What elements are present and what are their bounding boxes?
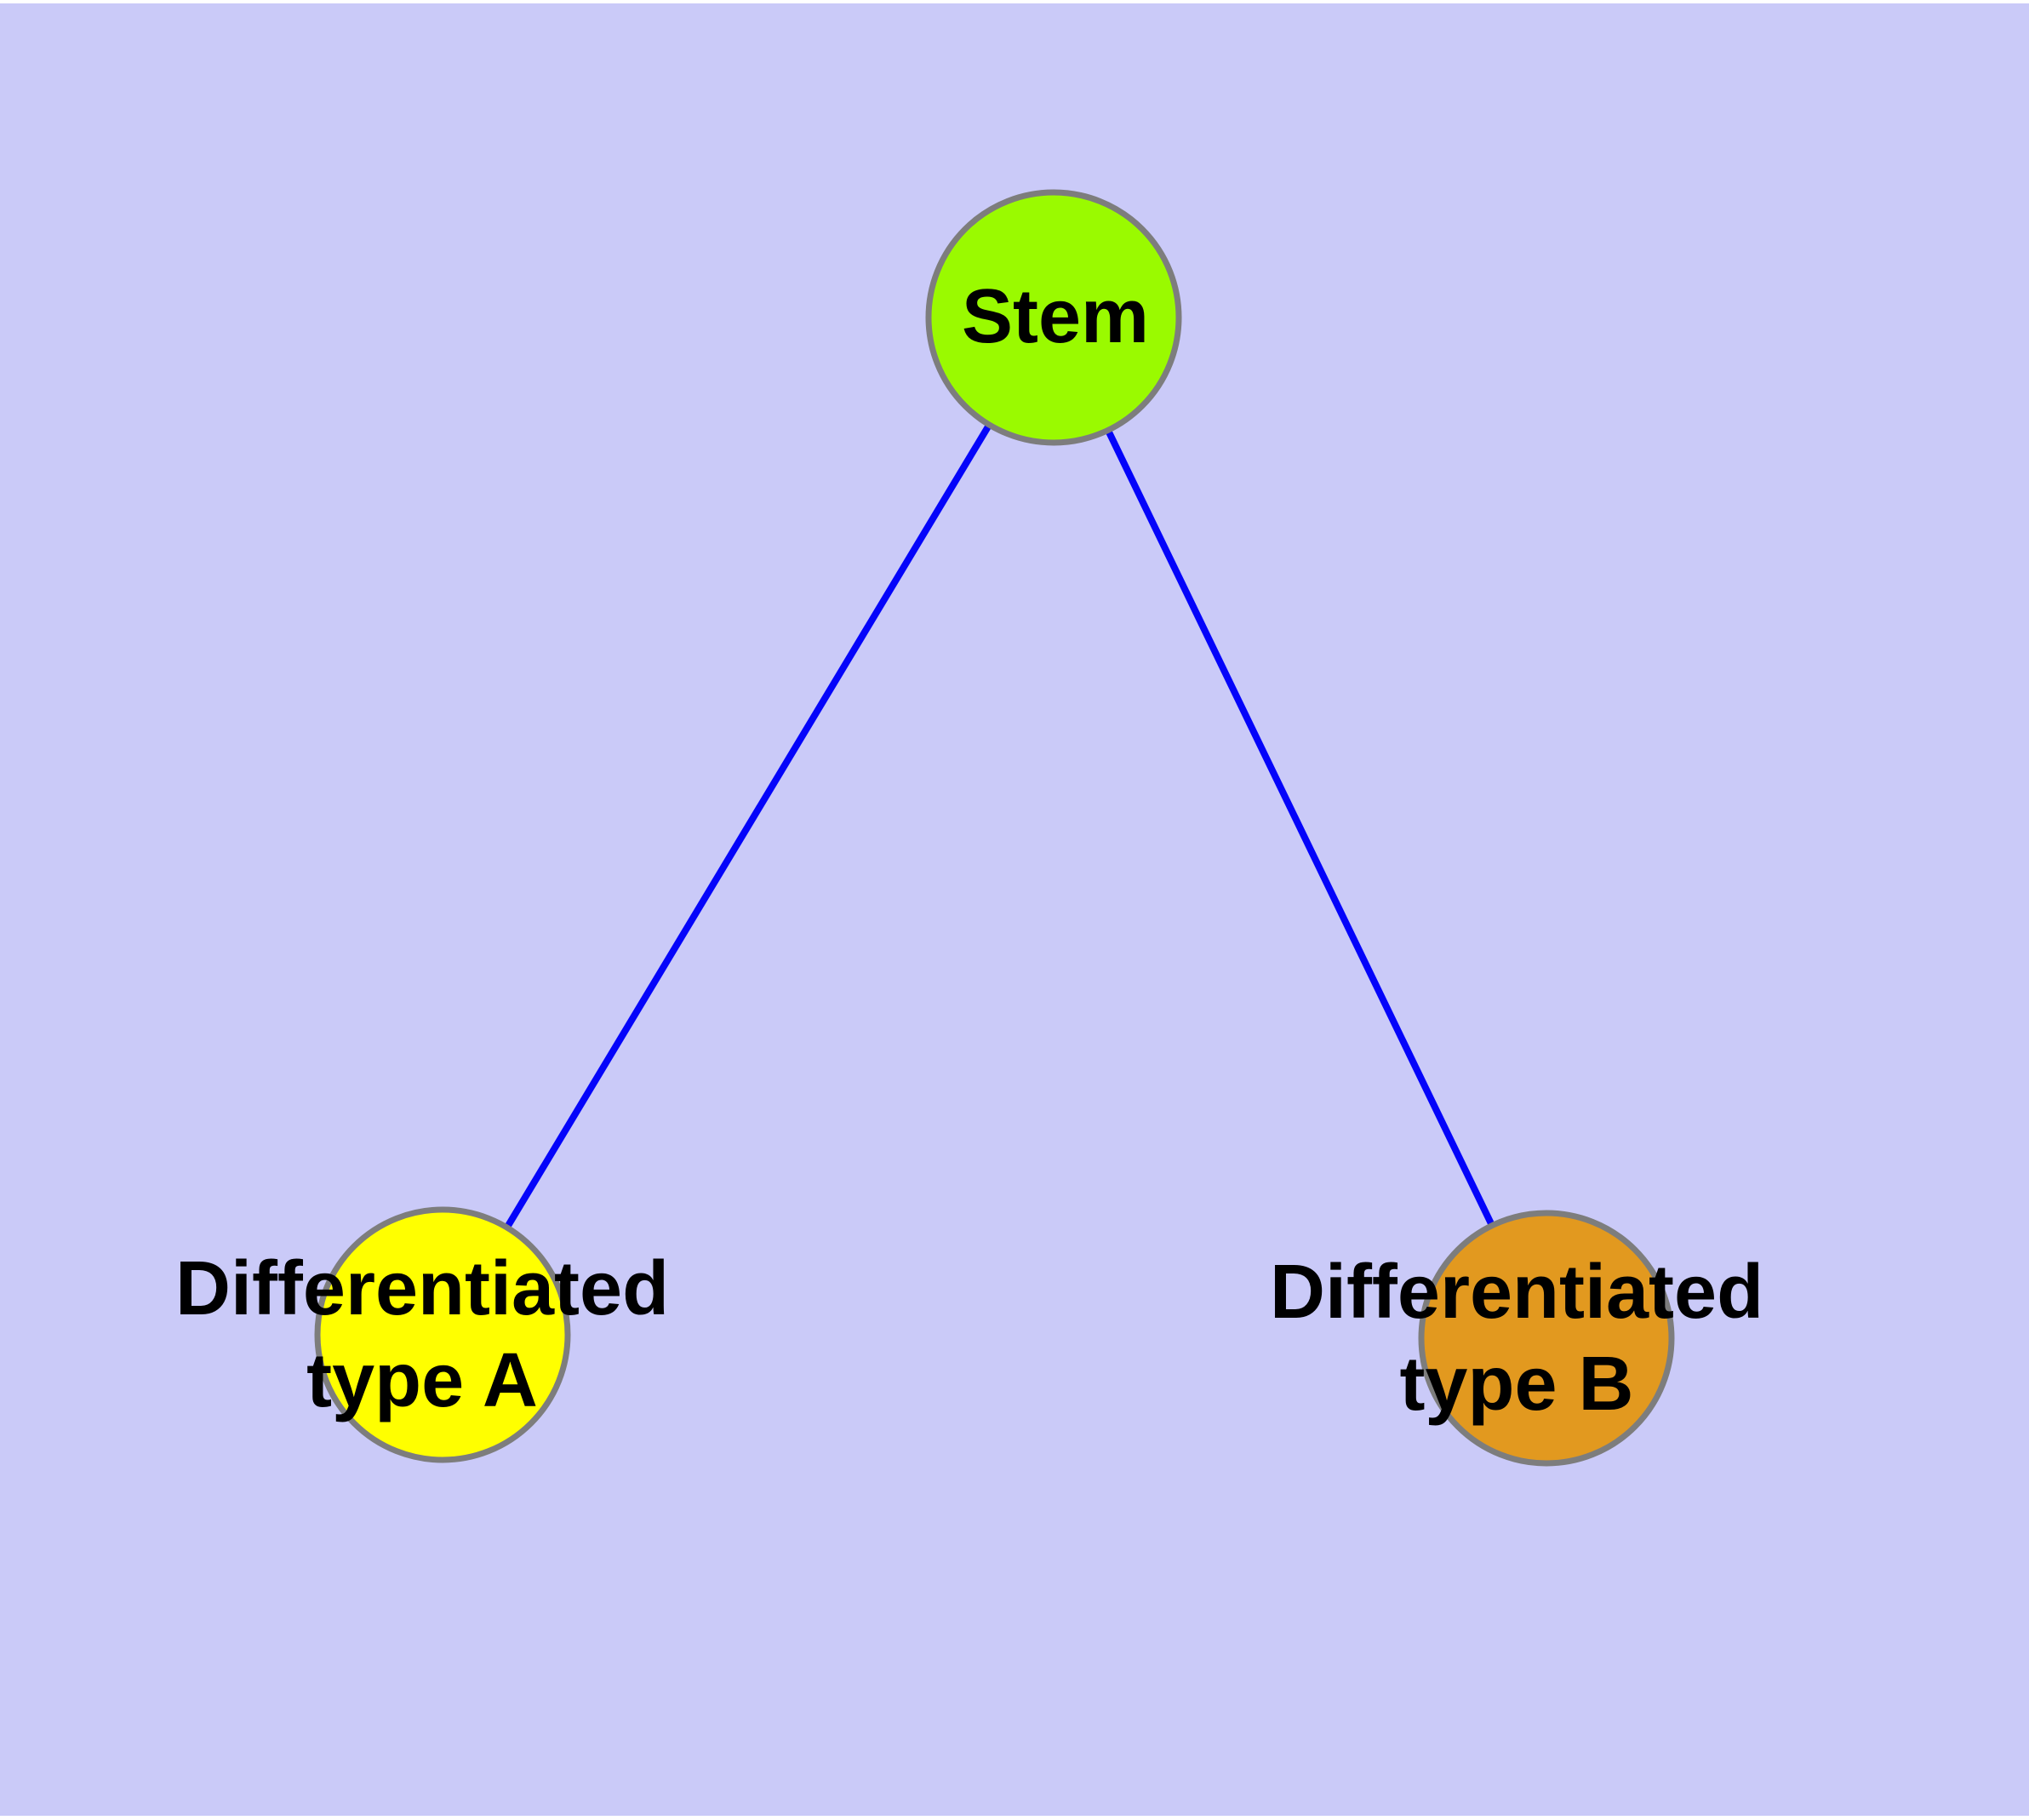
node-differentiated-type-a xyxy=(314,1206,571,1463)
edge-stem-to-type-a xyxy=(439,315,1057,1337)
node-stem xyxy=(925,189,1182,446)
edge-stem-to-type-b xyxy=(1050,316,1550,1340)
node-differentiated-type-b xyxy=(1418,1210,1675,1467)
